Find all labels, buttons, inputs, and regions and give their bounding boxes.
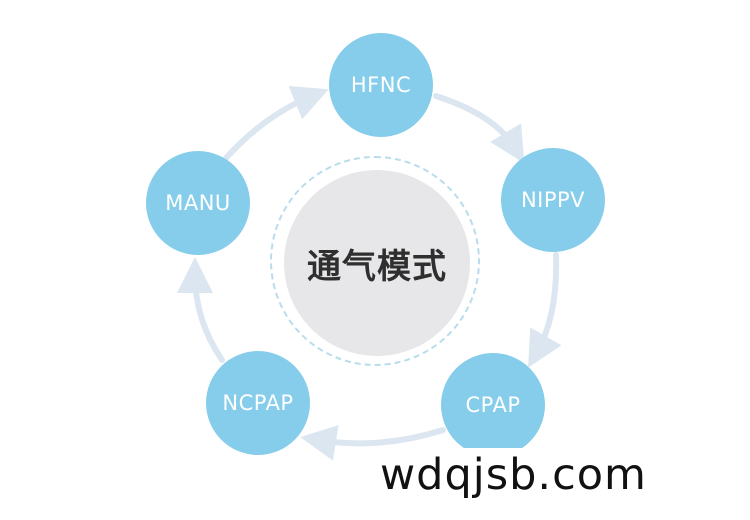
node-label-manu: MANU — [165, 191, 231, 215]
arrow-manu-to-hfnc — [223, 86, 329, 161]
arrow-nippv-to-cpap — [528, 252, 562, 368]
arrow-hfnc-to-nippv — [433, 93, 525, 164]
arrow-ncpap-to-manu — [177, 257, 225, 363]
watermark-text: wdqjsb.com — [376, 448, 651, 502]
center-circle: 通气模式 — [284, 170, 470, 356]
node-label-nippv: NIPPV — [520, 188, 586, 212]
arrow-cpap-to-ncpap — [300, 425, 446, 461]
center-label: 通气模式 — [307, 246, 447, 287]
center-dashed-ring — [270, 156, 480, 366]
node-ncpap: NCPAP — [206, 351, 310, 455]
node-nippv: NIPPV — [501, 148, 605, 252]
node-cpap: CPAP — [441, 353, 545, 457]
node-manu: MANU — [146, 151, 250, 255]
node-label-ncpap: NCPAP — [222, 391, 294, 415]
node-hfnc: HFNC — [329, 33, 433, 137]
node-label-hfnc: HFNC — [350, 73, 412, 97]
node-label-cpap: CPAP — [465, 393, 521, 417]
